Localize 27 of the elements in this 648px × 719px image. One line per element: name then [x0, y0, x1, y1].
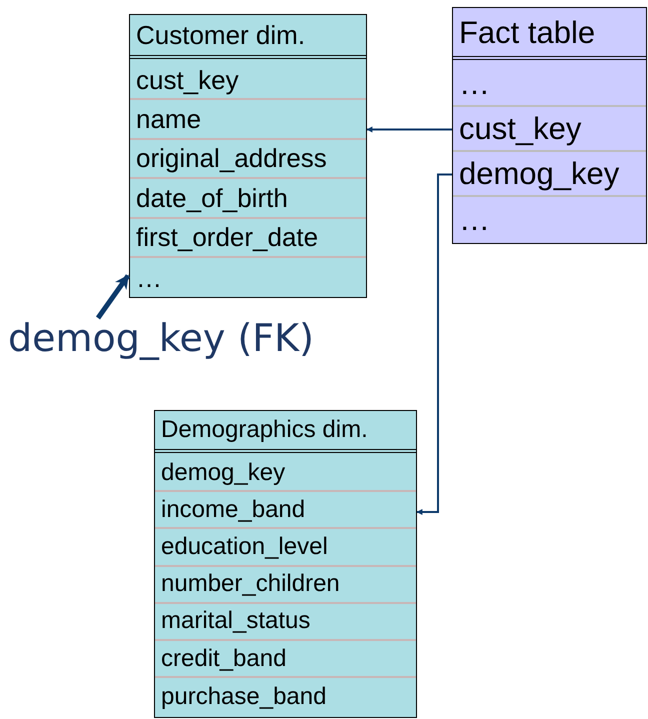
annotation-text: demog_key (FK): [8, 312, 328, 364]
table-row: income_band: [155, 492, 416, 530]
connector-arrow: [416, 174, 452, 515]
table-row: demog_key: [155, 455, 416, 492]
table-row: cust_key: [453, 107, 646, 152]
table-title: Fact table: [453, 8, 646, 60]
connector-arrow: [366, 126, 452, 132]
table-row: original_address: [130, 140, 366, 180]
table-row: marital_status: [155, 604, 416, 641]
table-row: …: [453, 62, 646, 107]
table-box: [452, 7, 647, 244]
table-box: [129, 14, 367, 298]
table-row: purchase_band: [155, 678, 416, 716]
table-row: cust_key: [130, 61, 366, 100]
table-row: number_children: [155, 566, 416, 604]
table-row: name: [130, 100, 366, 140]
table-title: Demographics dim.: [155, 411, 416, 453]
table-row: demog_key: [453, 152, 646, 197]
table-row: first_order_date: [130, 218, 366, 258]
table-box: [154, 410, 417, 718]
table-row: education_level: [155, 529, 416, 567]
table-row: credit_band: [155, 641, 416, 678]
table-title: Customer dim.: [130, 15, 366, 59]
table-row: …: [453, 197, 646, 242]
leader-arrow: [96, 274, 130, 320]
table-row: …: [130, 258, 366, 298]
table-row: date_of_birth: [130, 179, 366, 219]
